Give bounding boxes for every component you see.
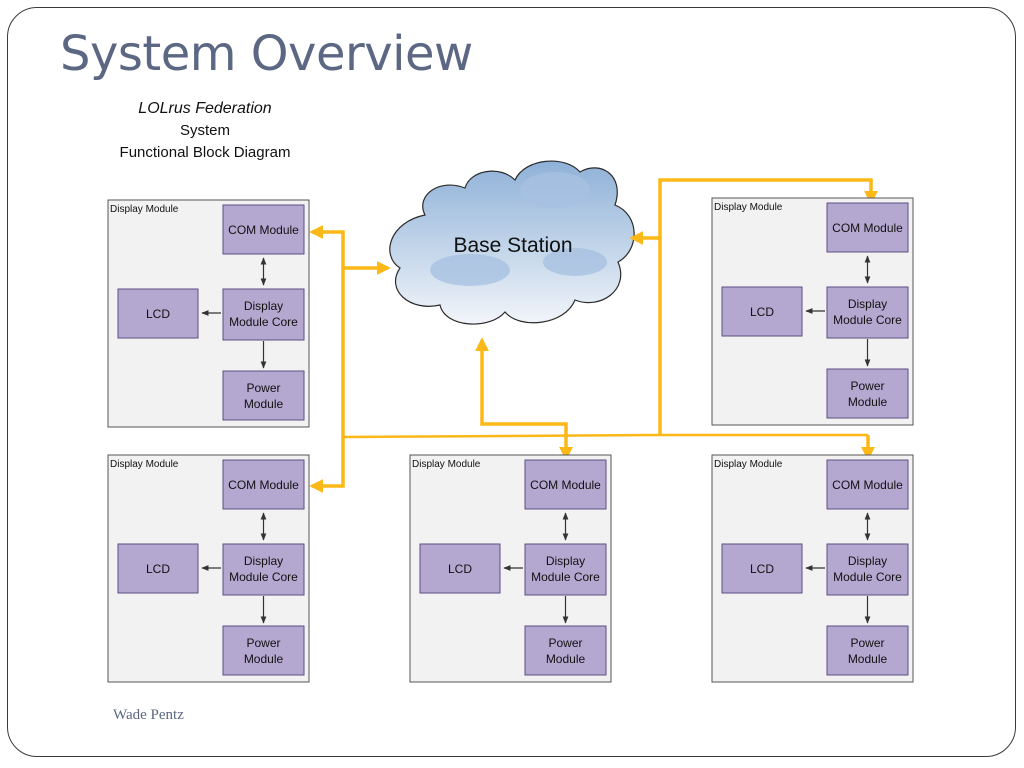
power-label-line-1: Power: [246, 636, 280, 650]
core-label-line-2: Module Core: [229, 315, 298, 329]
core-label-line-2: Module Core: [229, 570, 298, 584]
core-label-line-2: Module Core: [531, 570, 600, 584]
core-block: [826, 286, 909, 339]
module-label: Display Module: [412, 459, 481, 470]
com-module-block: [222, 459, 305, 510]
core-block: [222, 543, 305, 596]
lcd-label: LCD: [750, 562, 774, 576]
lcd-block: [721, 286, 803, 337]
base-station-label: Base Station: [453, 234, 572, 257]
core-label-line-1: Display: [244, 299, 283, 313]
lcd-block: [721, 543, 803, 594]
module-label: Display Module: [714, 459, 783, 470]
module-label: Display Module: [110, 204, 179, 215]
com-module-block: [826, 459, 909, 510]
power-label-line-1: Power: [246, 381, 280, 395]
network-connections: [309, 178, 878, 493]
link-to-base-station-right: [629, 231, 662, 435]
core-block: [826, 543, 909, 596]
link-bottom-center: [475, 337, 573, 461]
lcd-label: LCD: [750, 305, 774, 319]
power-module-block: [524, 625, 607, 676]
com-module-block: [222, 204, 305, 255]
lcd-label: LCD: [146, 562, 170, 576]
lcd-block: [117, 543, 199, 594]
core-label-line-1: Display: [848, 297, 887, 311]
com-module-label: COM Module: [530, 478, 601, 492]
subtitle-line-2: System: [179, 122, 230, 139]
power-label-line-2: Module: [546, 652, 586, 666]
power-module-block: [222, 625, 305, 676]
core-label-line-1: Display: [848, 554, 887, 568]
power-label-line-1: Power: [548, 636, 582, 650]
power-label-line-2: Module: [244, 652, 284, 666]
lcd-block: [419, 543, 501, 594]
link-bottom-left: [309, 268, 345, 493]
com-module-block: [524, 459, 607, 510]
horizontal-bus: [342, 433, 868, 439]
core-block: [222, 288, 305, 341]
lcd-block: [117, 288, 199, 339]
power-label-line-2: Module: [848, 652, 888, 666]
power-module-block: [222, 370, 305, 421]
power-label-line-1: Power: [850, 636, 884, 650]
core-label-line-1: Display: [244, 554, 283, 568]
subtitle-line-1: LOLrus Federation: [138, 100, 272, 117]
power-label-line-2: Module: [244, 397, 284, 411]
lcd-label: LCD: [146, 307, 170, 321]
core-label-line-2: Module Core: [833, 313, 902, 327]
module-label: Display Module: [714, 202, 783, 213]
com-module-label: COM Module: [832, 478, 903, 492]
power-label-line-2: Module: [848, 395, 888, 409]
subtitle-line-3: Functional Block Diagram: [119, 144, 291, 161]
base-station-cloud: Base Station: [389, 160, 635, 325]
module-label: Display Module: [110, 459, 179, 470]
core-label-line-2: Module Core: [833, 570, 902, 584]
com-module-label: COM Module: [832, 221, 903, 235]
link-top-left: [309, 225, 345, 268]
link-top-right: [658, 178, 878, 238]
lcd-label: LCD: [448, 562, 472, 576]
com-module-label: COM Module: [228, 223, 299, 237]
footer-author: Wade Pentz: [113, 707, 184, 723]
com-module-label: COM Module: [228, 478, 299, 492]
com-module-block: [826, 202, 909, 253]
diagram-subtitle: LOLrus Federation System Functional Bloc…: [100, 98, 310, 164]
slide-title: System Overview: [60, 26, 473, 82]
power-label-line-1: Power: [850, 379, 884, 393]
power-module-block: [826, 625, 909, 676]
power-module-block: [826, 368, 909, 419]
core-block: [524, 543, 607, 596]
core-label-line-1: Display: [546, 554, 585, 568]
